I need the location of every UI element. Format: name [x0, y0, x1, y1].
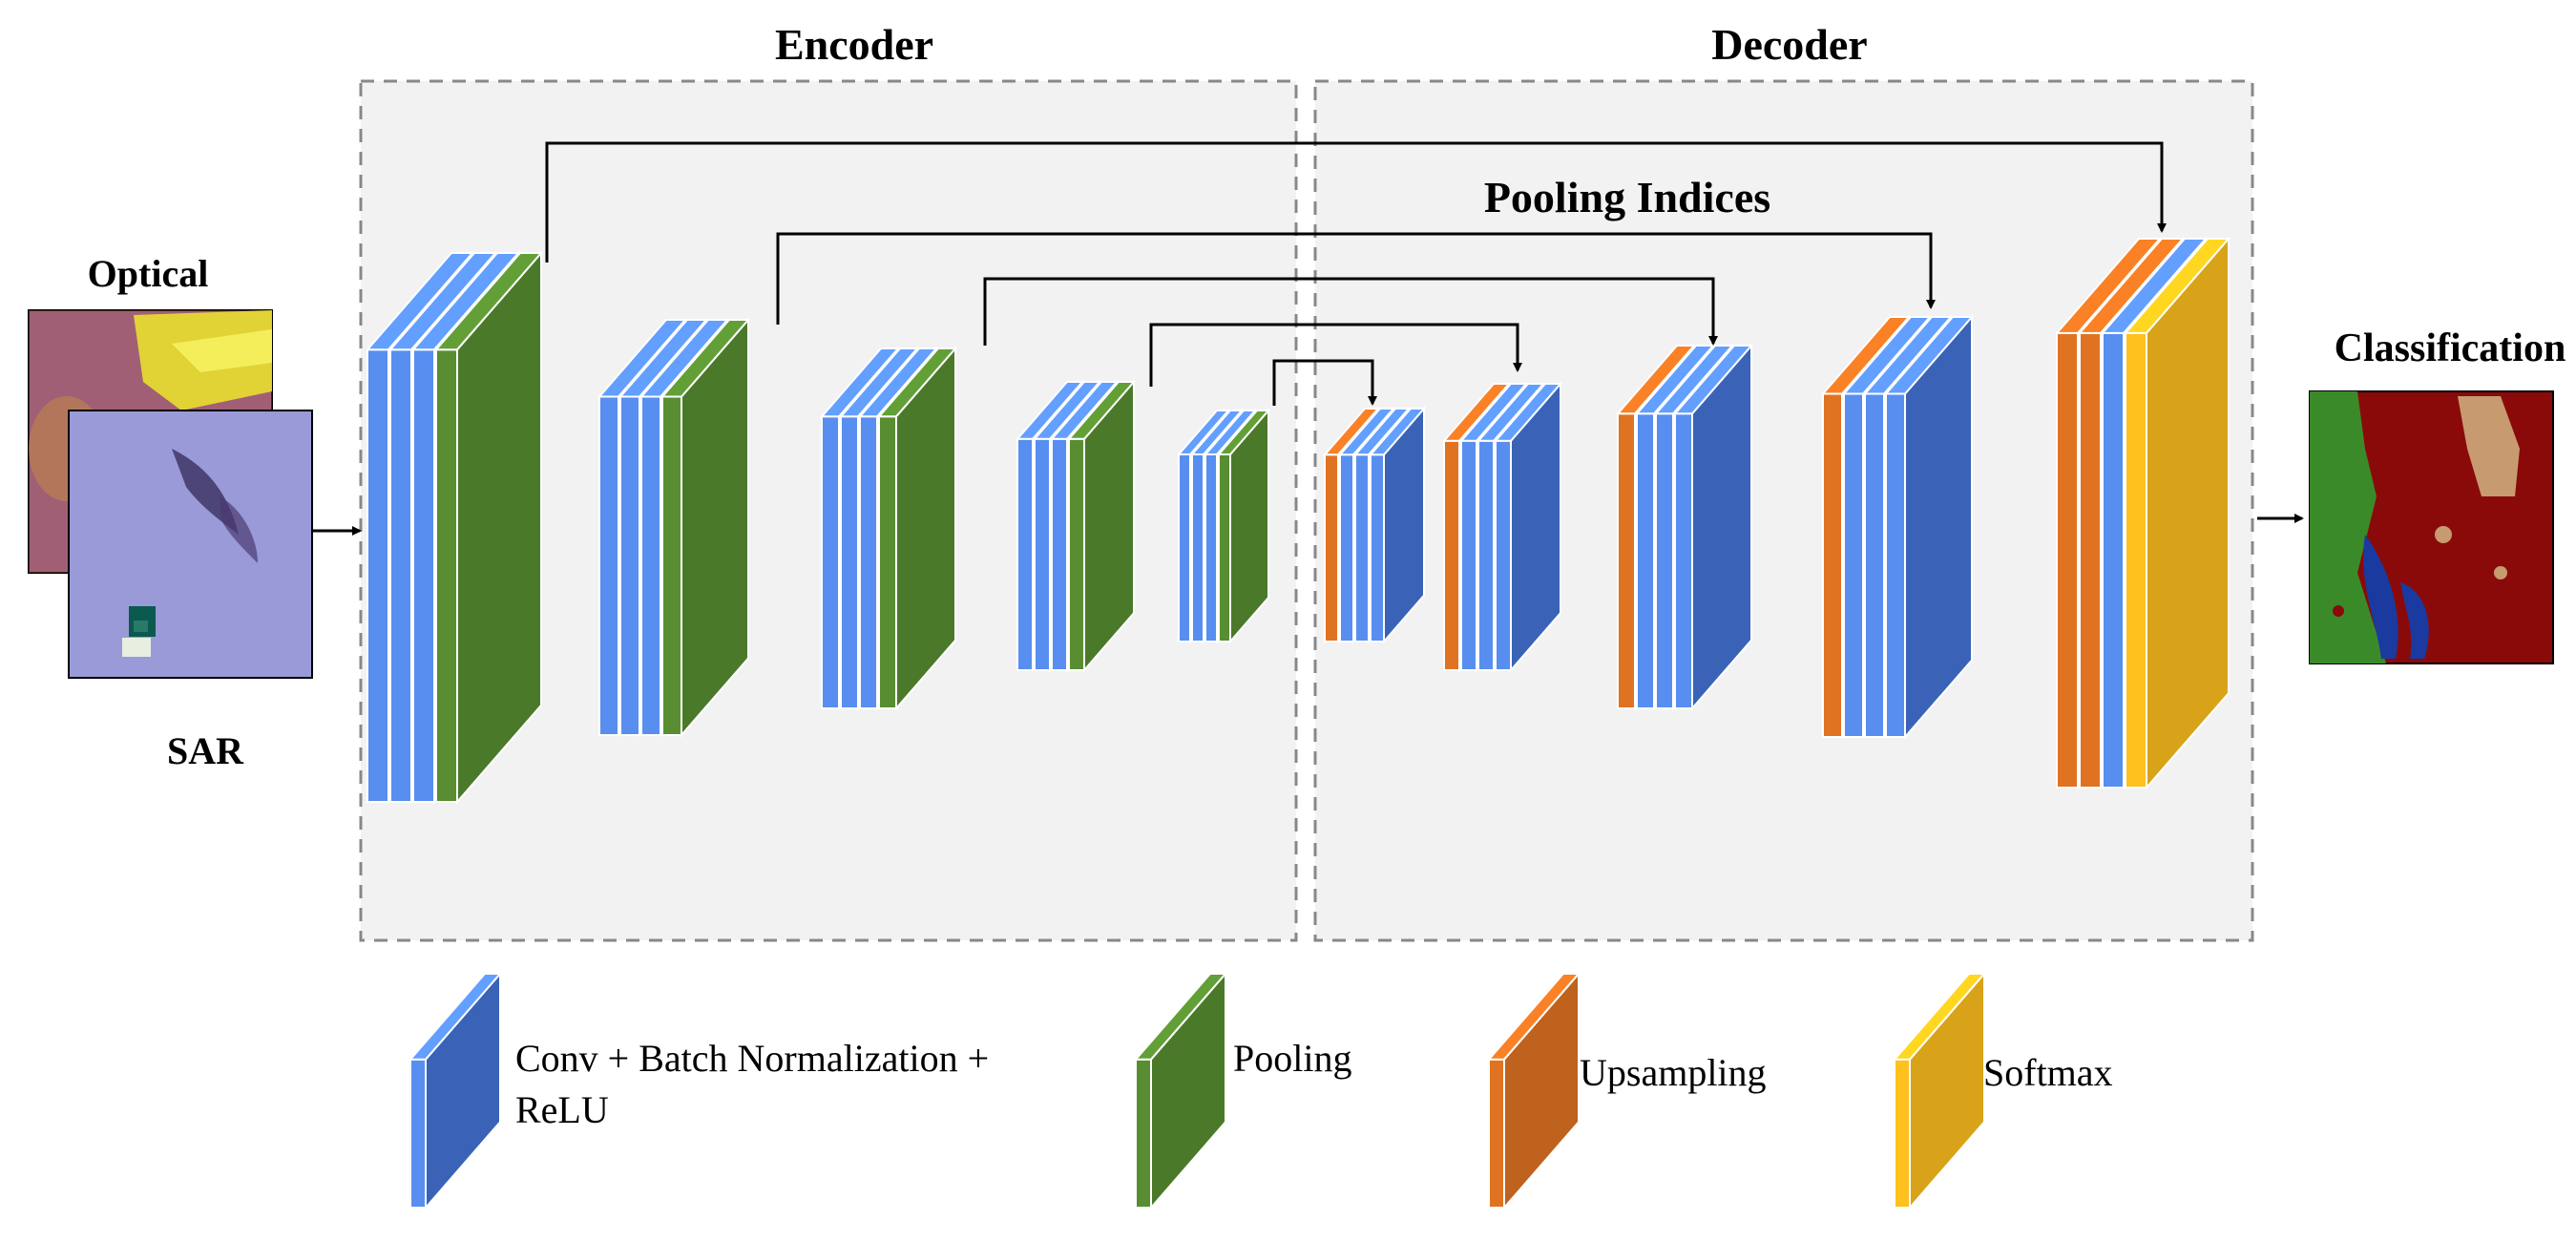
- decoder-block-4-layer-4: [1883, 314, 1975, 740]
- decoder-block-4: [1820, 314, 1975, 740]
- encoder-block-2-layer-4: [660, 317, 751, 738]
- legend-icons: [408, 971, 1987, 1210]
- decoder-block-3-layer-4: [1672, 343, 1754, 711]
- encoder-block-1: [365, 250, 544, 805]
- layer-stacks: [365, 236, 2231, 805]
- pooling-index-arrow-5: [1272, 359, 1377, 406]
- encoder-block-3-layer-4: [876, 346, 958, 711]
- legend-softmax-icon: [1892, 971, 1987, 1210]
- legend-conv-label-line2: ReLU: [515, 1088, 609, 1131]
- decoder-block-1-layer-4: [1368, 406, 1427, 644]
- classification-image: [2309, 390, 2554, 664]
- encoder-block-1-layer-4: [433, 250, 544, 805]
- decoder-title: Decoder: [1711, 20, 1867, 69]
- sar-label: SAR: [167, 729, 244, 772]
- legend-pooling-label: Pooling: [1233, 1037, 1351, 1080]
- encoder-block-5-layer-4: [1216, 408, 1271, 644]
- pooling-index-arrow-2: [776, 232, 1936, 325]
- legend-softmax-label: Softmax: [1983, 1051, 2113, 1094]
- legend-pooling-icon: [1133, 971, 1228, 1210]
- pooling-index-arrow-1: [545, 141, 2167, 263]
- decoder-block-5: [2054, 236, 2231, 790]
- decoder-block-1: [1322, 406, 1427, 644]
- pooling-index-arrow-4: [1149, 323, 1522, 387]
- decoder-block-2: [1441, 381, 1563, 673]
- optical-label: Optical: [88, 252, 209, 295]
- legend-conv-label-line1: Conv + Batch Normalization +: [515, 1037, 989, 1080]
- classification-label: Classification: [2335, 326, 2566, 370]
- decoder-block-5-layer-4: [2123, 236, 2231, 790]
- legend-upsampling-icon: [1486, 971, 1581, 1210]
- encoder-block-2: [597, 317, 751, 738]
- pooling-indices-label: Pooling Indices: [1484, 173, 1770, 221]
- decoder-block-2-layer-4: [1493, 381, 1563, 673]
- pooling-index-arrow-3: [983, 277, 1718, 346]
- pooling-index-connections: [545, 141, 2167, 406]
- encoder-block-3: [819, 346, 958, 711]
- decoder-block-3: [1615, 343, 1754, 711]
- sar-image: [68, 410, 313, 679]
- legend-conv-icon: [408, 971, 503, 1210]
- encoder-block-4: [1015, 379, 1137, 673]
- encoder-block-4-layer-4: [1066, 379, 1137, 673]
- legend-upsampling-label: Upsampling: [1580, 1051, 1767, 1094]
- encoder-block-5: [1176, 408, 1271, 644]
- encoder-title: Encoder: [775, 20, 933, 69]
